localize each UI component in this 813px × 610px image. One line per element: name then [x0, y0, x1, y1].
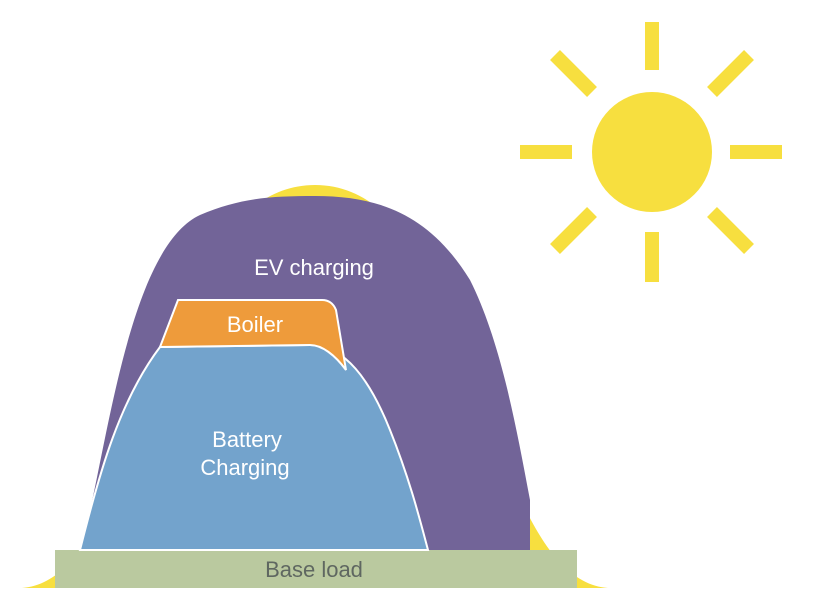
sun-ray-top-right [707, 50, 754, 97]
sun-disc [592, 92, 712, 212]
label-battery-line2: Charging [200, 455, 289, 480]
sun-rays [520, 22, 782, 282]
segment-battery-charging [78, 343, 430, 551]
sun-ray-bottom-left [550, 207, 597, 254]
label-ev-charging: EV charging [254, 255, 374, 280]
label-battery-line1: Battery [212, 427, 282, 452]
segment-base-load [55, 550, 577, 588]
sun-icon [520, 22, 782, 282]
sun-ray-bottom-right [707, 207, 754, 254]
segment-boiler [158, 299, 347, 371]
sun-ray-top-left [550, 50, 597, 97]
label-boiler: Boiler [227, 312, 283, 337]
label-base-load: Base load [265, 557, 363, 582]
